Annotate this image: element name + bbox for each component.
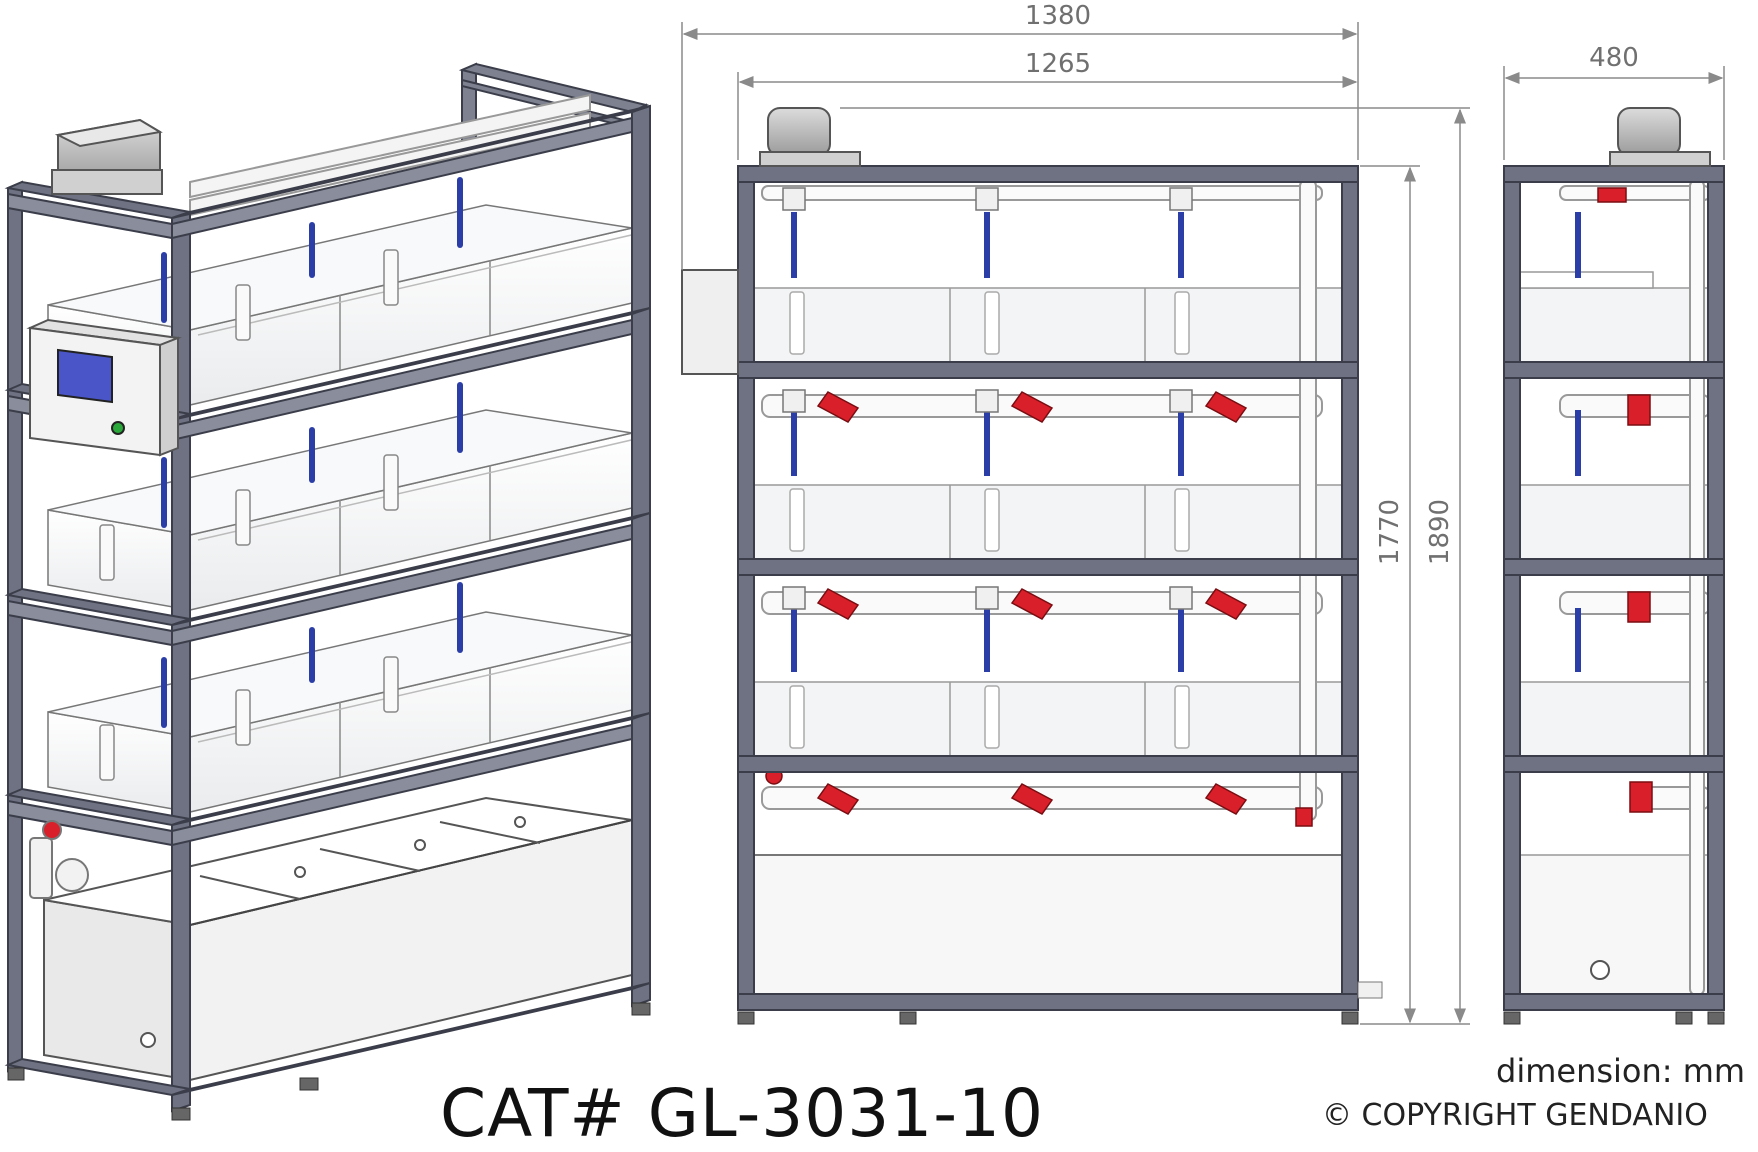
dim-frame-width: 1265 — [1025, 49, 1091, 79]
iso-control-box — [26, 318, 182, 457]
front-outlet — [1357, 981, 1383, 999]
front-pump-motor — [759, 107, 861, 167]
front-valves — [765, 391, 1313, 827]
side-feet — [1503, 1011, 1725, 1025]
iso-pump-motor — [51, 118, 163, 195]
catalog-number: CAT# GL-3031-10 — [440, 1075, 1045, 1152]
front-frame — [737, 165, 1359, 1011]
side-pump-motor — [1609, 107, 1711, 167]
dim-overall-height: 1890 — [1425, 499, 1455, 565]
dim-overall-width: 1380 — [1025, 1, 1091, 31]
front-feed-pipes — [791, 212, 1184, 672]
front-feet — [737, 1011, 1359, 1025]
side-valves — [1597, 187, 1653, 813]
dim-depth: 480 — [1589, 43, 1639, 73]
front-control-box — [681, 269, 739, 375]
side-frame — [1503, 165, 1725, 1011]
front-standpipes — [789, 291, 1190, 749]
dimension-lines — [681, 22, 1725, 1025]
dim-frame-height: 1770 — [1375, 499, 1405, 565]
iso-dividers — [197, 232, 641, 777]
iso-drain-pipes — [29, 820, 89, 899]
units-note: dimension: mm — [1496, 1052, 1746, 1090]
iso-sump — [43, 796, 633, 1082]
side-view — [1503, 107, 1725, 1025]
iso-feet — [7, 1002, 651, 1121]
front-view — [681, 107, 1383, 1025]
iso-feed-pipes — [161, 177, 463, 728]
isometric-view — [4, 62, 651, 1121]
iso-standpipes — [99, 249, 399, 781]
side-tanks — [1517, 271, 1709, 1004]
side-drain-hole — [1590, 960, 1610, 980]
dimension-labels: 1380 1265 480 1770 1890 — [1025, 1, 1639, 565]
copyright-note: © COPYRIGHT GENDANIO — [1322, 1098, 1708, 1133]
front-tanks — [751, 287, 1343, 757]
iso-front-frame — [4, 104, 651, 1113]
front-sump — [751, 854, 1343, 1004]
front-tees — [782, 187, 1193, 610]
